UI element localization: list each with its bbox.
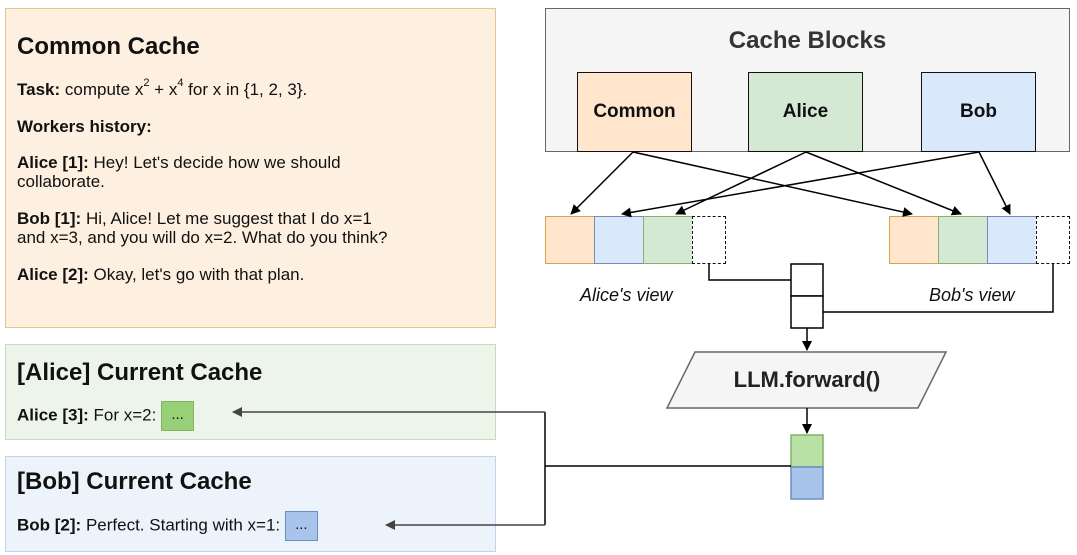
alice-view-to-batch bbox=[708, 264, 791, 281]
task-exp-2: 4 bbox=[177, 77, 184, 90]
task-text-post: for x in {1, 2, 3}. bbox=[183, 80, 308, 99]
arrow-common-to-alice-view bbox=[570, 151, 634, 215]
task-exp-1: 2 bbox=[143, 77, 150, 90]
message-speaker: Alice [1]: bbox=[17, 153, 89, 172]
bob-view-bob-cell bbox=[987, 216, 1037, 264]
bob-current-cache-panel: [Bob] Current Cache Bob [2]: Perfect. St… bbox=[5, 456, 496, 552]
arrow-bob-to-alice-view bbox=[621, 151, 980, 218]
history-message: Alice [2]: Okay, let's go with that plan… bbox=[17, 265, 483, 284]
llm-forward-shape bbox=[665, 351, 948, 409]
alice-cache-speaker: Alice [3]: bbox=[17, 405, 89, 425]
bob-view-to-batch bbox=[823, 264, 1054, 313]
alice-current-cache-panel: [Alice] Current Cache Alice [3]: For x=2… bbox=[5, 344, 496, 440]
message-text: Okay, let's go with that plan. bbox=[93, 265, 305, 284]
arrow-alice-to-alice-view bbox=[675, 151, 807, 215]
workers-history-title: Workers history: bbox=[17, 117, 152, 136]
message-speaker: Alice [2]: bbox=[17, 265, 89, 284]
task-text-pre: compute x bbox=[64, 80, 144, 99]
message-text-cont: and x=3, and you will do x=2. What do yo… bbox=[17, 228, 388, 247]
task-line: Task: compute x2 + x4 for x in {1, 2, 3}… bbox=[17, 77, 483, 99]
cache-block-bob: Bob bbox=[921, 72, 1036, 152]
bob-cache-text: Perfect. Starting with x=1: bbox=[85, 515, 281, 535]
message-speaker: Bob [1]: bbox=[17, 209, 82, 228]
llm-forward-label: LLM.forward() bbox=[733, 367, 881, 392]
message-text: Hi, Alice! Let me suggest that I do x=1 bbox=[85, 209, 372, 228]
bob-view-common-cell bbox=[889, 216, 939, 264]
bob-view-empty-cell bbox=[1036, 216, 1070, 264]
workers-history-heading: Workers history: bbox=[17, 117, 483, 136]
cache-blocks-title: Cache Blocks bbox=[728, 27, 887, 54]
history-message: Alice [1]: Hey! Let's decide how we shou… bbox=[17, 153, 483, 191]
bob-new-token: ... bbox=[284, 511, 318, 541]
cache-blocks-container: Cache Blocks Common Alice Bob bbox=[545, 8, 1070, 152]
task-label: Task: bbox=[17, 80, 61, 99]
batch-slot-alice bbox=[790, 263, 824, 297]
bob-cache-line: Bob [2]: Perfect. Starting with x=1: ... bbox=[17, 511, 483, 541]
message-text: Hey! Let's decide how we should bbox=[93, 153, 341, 172]
alice-cache-text: For x=2: bbox=[93, 405, 157, 425]
task-text-mid: + x bbox=[149, 80, 178, 99]
arrow-common-to-bob-view bbox=[632, 151, 913, 217]
output-token-alice bbox=[790, 434, 824, 468]
bob-view-label: Bob's view bbox=[929, 285, 1015, 305]
alice-cache-title: [Alice] Current Cache bbox=[17, 359, 263, 386]
alice-new-token: ... bbox=[161, 401, 195, 431]
batch-slot-bob bbox=[790, 295, 824, 329]
cache-block-common: Common bbox=[577, 72, 692, 152]
bob-cache-speaker: Bob [2]: bbox=[17, 515, 82, 535]
history-message: Bob [1]: Hi, Alice! Let me suggest that … bbox=[17, 209, 483, 247]
cache-block-alice: Alice bbox=[748, 72, 863, 152]
common-cache-panel: Common Cache Task: compute x2 + x4 for x… bbox=[5, 8, 496, 328]
alice-cache-line: Alice [3]: For x=2: ... bbox=[17, 401, 483, 431]
message-text-cont: collaborate. bbox=[17, 172, 105, 191]
common-cache-title: Common Cache bbox=[17, 33, 200, 60]
alice-view-label: Alice's view bbox=[580, 285, 673, 305]
arrow-bob-to-bob-view bbox=[978, 151, 1011, 215]
alice-view-empty-cell bbox=[692, 216, 726, 264]
output-token-bob bbox=[790, 466, 824, 500]
bob-cache-title: [Bob] Current Cache bbox=[17, 468, 252, 495]
arrow-alice-to-bob-view bbox=[805, 151, 962, 216]
